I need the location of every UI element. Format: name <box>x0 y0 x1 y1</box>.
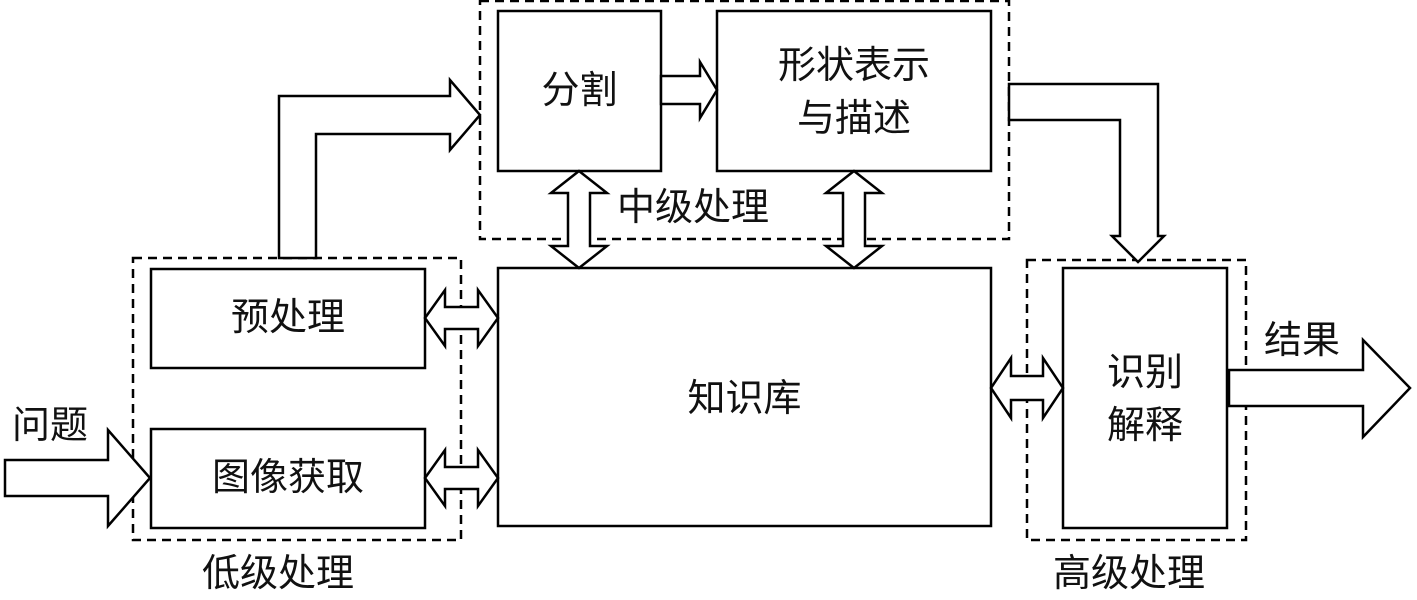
knowledge-recognition-double-arrow <box>989 353 1065 423</box>
segmentation-to-shape-arrow <box>659 57 719 123</box>
shape-to-recognition-arrow <box>1007 82 1168 264</box>
preprocess-block <box>149 267 427 370</box>
low-level-group-boundary <box>131 256 463 542</box>
recognition-label-line1: 识别 <box>1106 350 1183 394</box>
segmentation-block <box>496 9 663 173</box>
preprocess-label: 预处理 <box>230 295 345 339</box>
output-label: 结果 <box>1264 318 1341 362</box>
high-level-group-label: 高级处理 <box>1053 551 1206 595</box>
input-label: 问题 <box>12 403 89 447</box>
recognition-label-line2: 解释 <box>1106 403 1183 447</box>
shape-knowledge-double-arrow <box>822 169 886 270</box>
shape-description-label-line1: 形状表示 <box>777 43 930 87</box>
recognition-block <box>1061 266 1229 530</box>
output-arrow <box>1227 336 1412 441</box>
shape-description-label-line2: 与描述 <box>796 96 911 140</box>
preprocess-knowledge-double-arrow <box>423 286 500 350</box>
knowledge-base-block <box>496 266 993 528</box>
acquisition-knowledge-double-arrow <box>423 446 500 510</box>
segmentation-label: 分割 <box>541 68 618 112</box>
low-level-group-label: 低级处理 <box>202 551 355 595</box>
mid-level-group-label: 中级处理 <box>617 185 770 229</box>
input-arrow <box>3 426 152 530</box>
acquisition-label: 图像获取 <box>211 455 364 499</box>
preprocess-to-segmentation-arrow <box>277 76 482 260</box>
segmentation-knowledge-double-arrow <box>547 169 611 270</box>
knowledge-base-label: 知识库 <box>687 376 802 420</box>
shape-description-block <box>715 9 993 173</box>
